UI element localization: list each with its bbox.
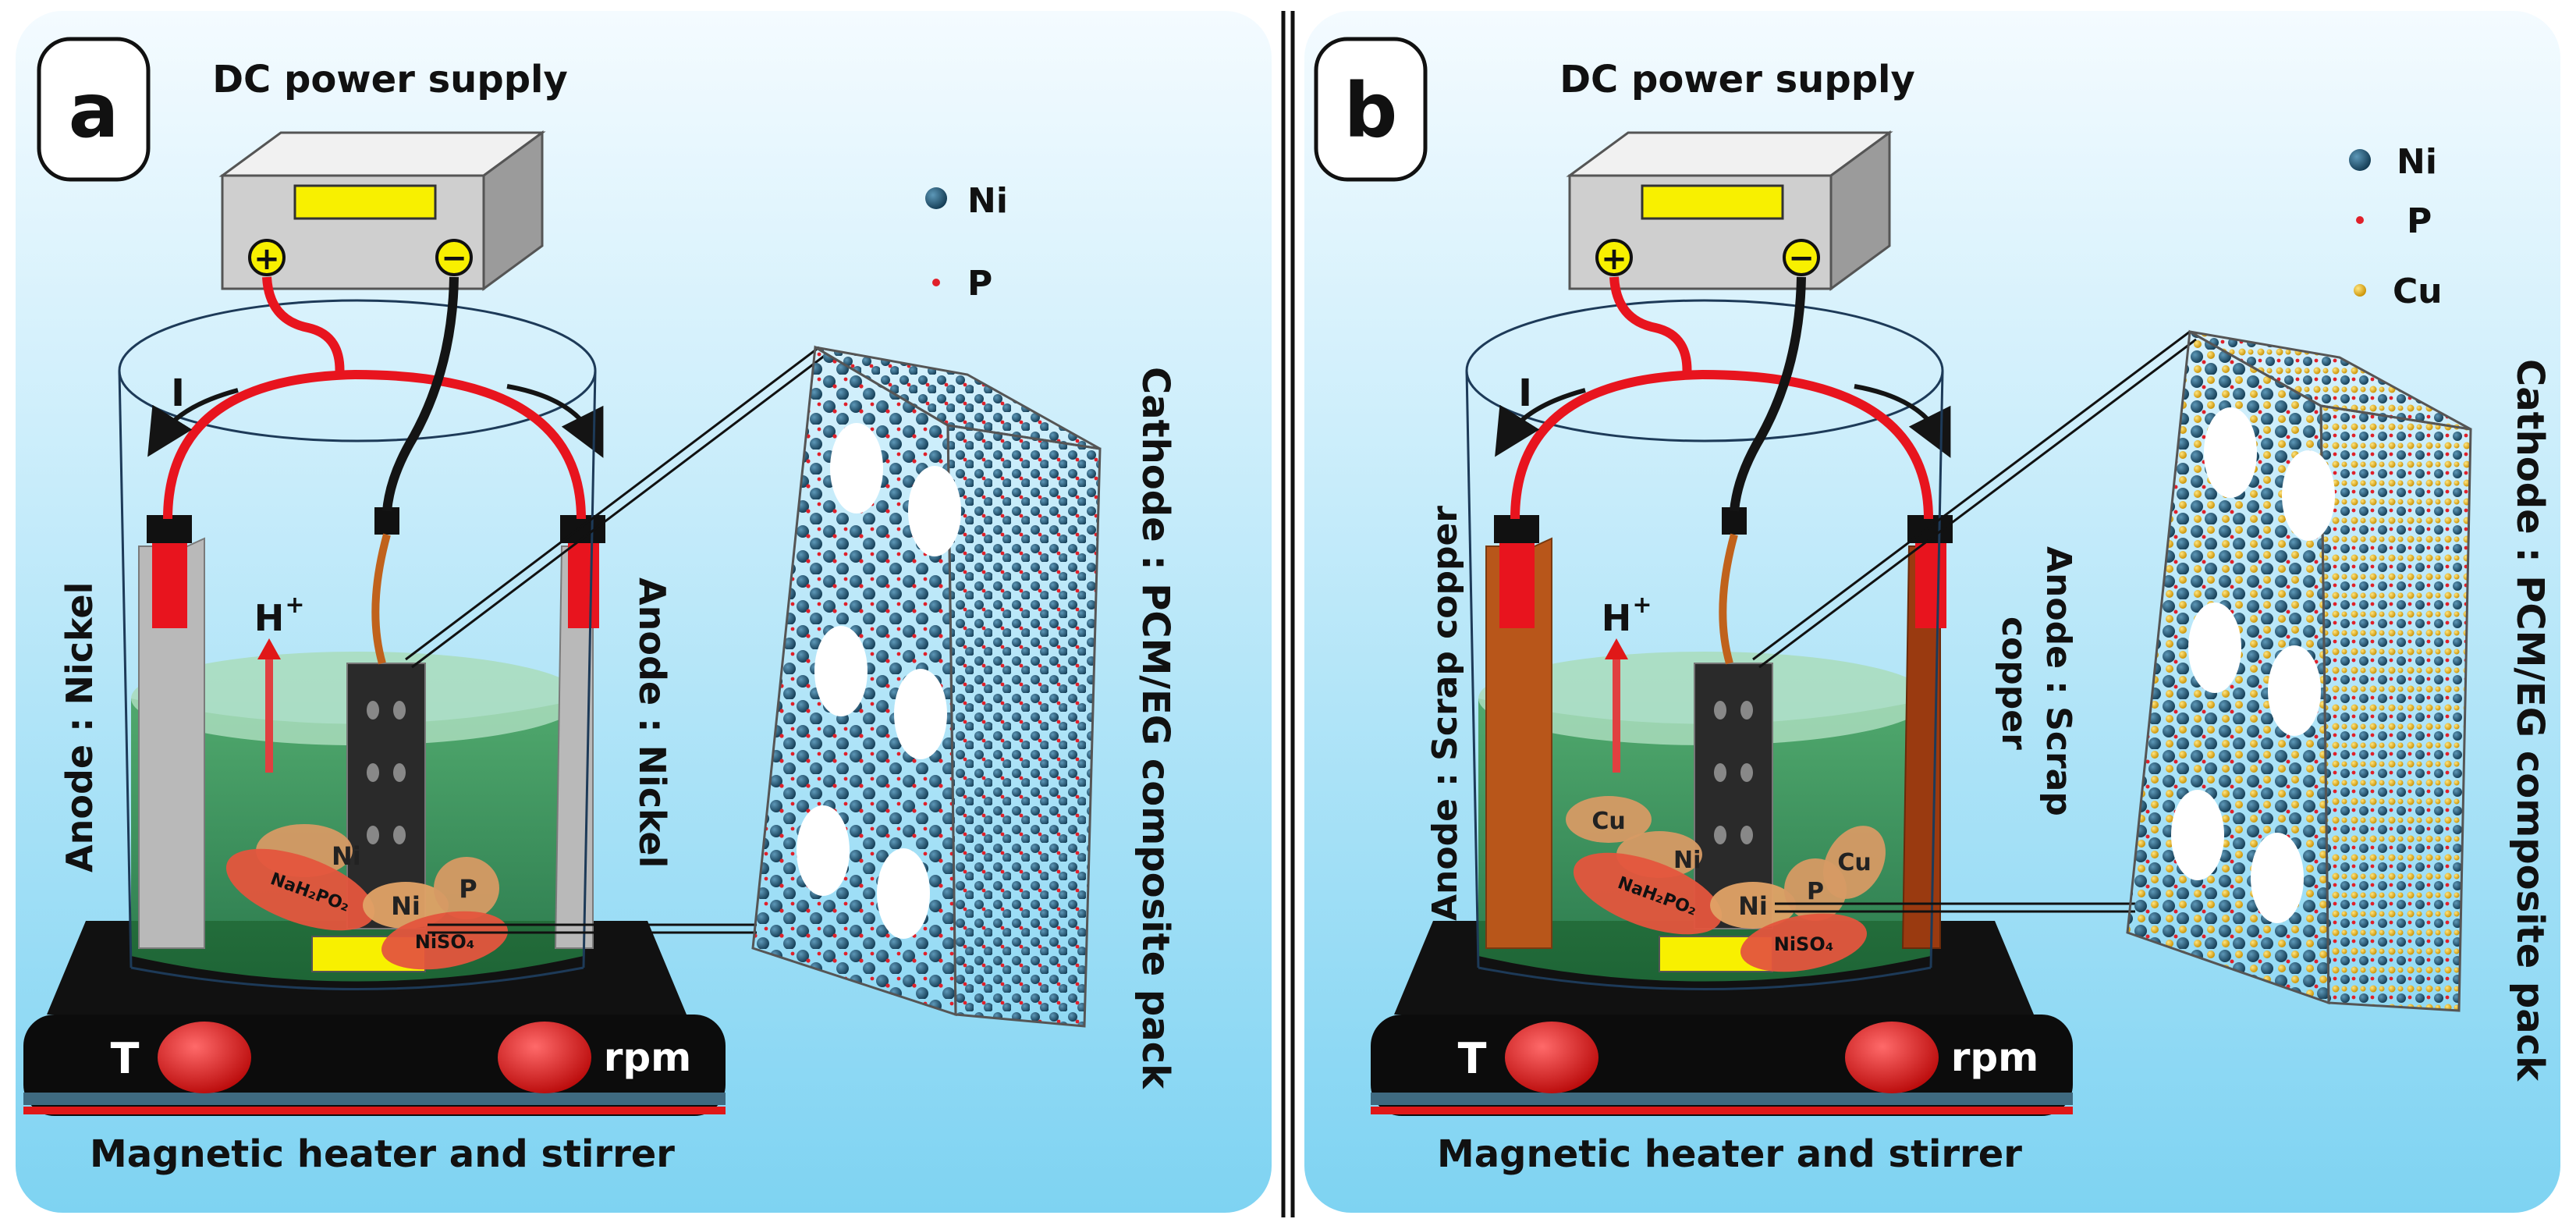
proton-charge: + [1632,592,1652,619]
species-label: NiSO₄ [415,931,475,953]
magnified-cathode [751,345,1102,1028]
negative-terminal [1783,239,1820,276]
copper-atom-icon [2354,284,2366,297]
species-label: Ni [1738,891,1768,921]
nickel-atom-icon [2349,149,2371,171]
panel-label-box [37,37,151,182]
panel-label: a [69,67,119,155]
panel-b: b DC power supply + − T rpm Magnetic hea… [1314,37,2552,1176]
anode-right-label-line-2: copper [1994,617,2034,750]
speed-knob[interactable] [498,1022,591,1093]
cathode-label: Cathode : PCM/EG composite pack [2508,359,2552,1082]
proton-arrow-head [257,638,281,659]
species-label: Cu [1837,849,1871,876]
negative-terminal-symbol: − [441,240,467,276]
species-label: Ni [1673,847,1701,874]
beaker-wall [1929,370,1944,968]
species-label: NiSO₄ [1774,933,1834,955]
species-label: Ni [391,891,420,921]
speed-knob[interactable] [1845,1022,1939,1093]
panel-a: a DC power supply + − T rpm Magnetic hea… [23,37,1177,1176]
positive-terminal [248,239,286,276]
species-label: P [459,874,477,904]
proton-label: H [1602,597,1632,639]
temperature-knob[interactable] [158,1022,251,1093]
positive-terminal [1595,239,1633,276]
anode-left-label: Anode : Scrap copper [1425,506,1465,921]
temperature-knob[interactable] [1505,1022,1598,1093]
proton-label: H [254,597,285,639]
bath-species: Ni NaH₂PO₂ Ni P NiSO₄ [225,824,508,970]
positive-terminal-symbol: + [254,241,280,277]
anode-right [554,515,605,949]
speed-knob-label: rpm [1951,1035,2039,1080]
species-label: Ni [332,841,361,871]
power-supply-label: DC power supply [212,58,568,101]
current-arrow-right [1854,384,1951,458]
beaker-wall [118,370,133,968]
beaker-wall [1465,370,1480,968]
negative-terminal [435,239,473,276]
current-label: I [171,371,185,415]
anode-left-label: Anode : Nickel [59,582,101,872]
zoom-line [405,346,820,661]
proton-charge: + [285,592,304,619]
zoom-line [1752,330,2191,661]
positive-terminal-symbol: + [1601,241,1627,277]
power-supply [218,130,546,291]
species-label: P [1807,878,1824,905]
legend: Ni P Cu [2349,142,2443,311]
panel-label-box [1314,37,1428,182]
legend-label: Ni [2397,142,2437,182]
power-supply-label: DC power supply [1559,58,1915,101]
legend-label: Cu [2393,272,2443,311]
beaker-bottom [1478,966,1932,990]
negative-terminal-symbol: − [1788,240,1815,276]
negative-wire [382,276,459,512]
beaker-wall [582,370,597,968]
current-arrow-left [147,388,239,457]
legend-label: Ni [967,181,1008,221]
zoom-line [411,354,826,669]
temperature-knob-label: T [111,1034,140,1083]
legend-label: P [2407,201,2432,241]
stirrer-label: Magnetic heater and stirrer [90,1132,675,1176]
nickel-atom-icon [925,187,947,209]
positive-wire [1609,276,1692,379]
zoom-line [1758,338,2197,669]
magnified-cathode [2126,329,2472,1012]
bath-species: Cu Ni NaH₂PO₂ Ni P Cu NiSO₄ [1566,796,1886,972]
positive-wire [262,276,345,379]
phosphorus-atom-icon [2356,216,2364,224]
stirrer-label: Magnetic heater and stirrer [1437,1132,2022,1176]
phosphorus-atom-icon [932,279,940,286]
anode-left [1485,515,1552,949]
current-label: I [1518,371,1532,415]
anode-left [138,515,205,949]
species-label: Cu [1591,808,1625,835]
cathode-label: Cathode : PCM/EG composite pack [1134,367,1177,1089]
beaker-bottom [130,966,584,990]
proton-arrow-head [1605,638,1628,659]
negative-wire [1730,276,1806,512]
panel-label: b [1344,67,1398,155]
current-arrow-right [506,384,604,458]
power-supply-display [293,184,437,220]
temperature-knob-label: T [1458,1034,1487,1083]
legend: Ni P [925,181,1008,304]
anode-right-label: Anode : Nickel [631,577,673,868]
speed-knob-label: rpm [604,1035,692,1080]
legend-label: P [967,264,992,304]
power-supply-display [1641,184,1784,220]
anode-right-label-line-1: Anode : Scrap [2038,546,2078,816]
current-arrow-left [1495,388,1586,457]
